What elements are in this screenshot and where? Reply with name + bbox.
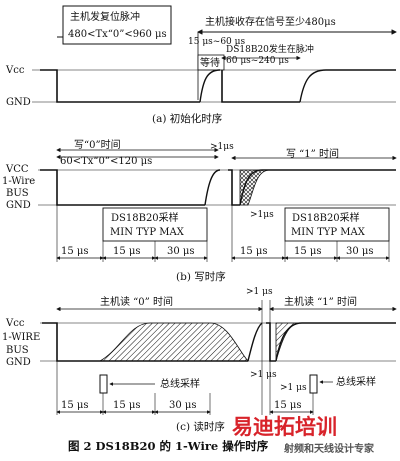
read-section: >1 μs 主机读 “0” 时间 主机读 “1” 时间 Vcc 1-WIRE B… [2, 287, 396, 433]
read-caption: (c) 读时序 [176, 420, 225, 433]
write-gnd-label: GND [6, 200, 31, 211]
presence-range-label: 60 μs~240 μs [226, 56, 289, 66]
init-presence-pulse [221, 70, 300, 103]
reset-box [62, 5, 172, 45]
write-wire-label: 1-Wire [2, 176, 35, 187]
read0-label: 主机读 “0” 时间 [100, 295, 173, 308]
presence-label: DS18B20发生在脉冲 [226, 43, 314, 55]
read-bus-label: BUS [6, 345, 29, 356]
read-t4: 15 μs [274, 400, 302, 411]
watermark-subtitle: 射频和天线设计专家 [283, 442, 375, 455]
read-gnd-label: GND [6, 357, 31, 368]
write-sample-title-b: DS18B20采样 [292, 211, 360, 224]
read1-low [266, 322, 276, 362]
figure-title: 图 2 DS18B20 的 1-Wire 操作时序 [68, 439, 269, 453]
read0-rise [247, 322, 263, 362]
read-t1: 15 μs [61, 400, 89, 411]
init-section: 主机发复位脉冲 480<Tx“0”<960 μs 主机接收存在信号至少480μs… [5, 5, 396, 125]
write-section: 写“0”时间 60<Tx“0”<120 μs >1μs 写 “1” 时间 VCC… [2, 138, 396, 283]
read1-label: 主机读 “1” 时间 [284, 295, 357, 308]
write-sample-sub-b: MIN TYP MAX [291, 227, 366, 238]
read0-hatch [99, 322, 249, 362]
init-vcc-label: Vcc [5, 65, 25, 76]
init-rise [199, 69, 221, 103]
init-reset-pulse [40, 69, 200, 103]
read-sample-a: 总线采样 [160, 377, 200, 390]
wait-label: 等待 [200, 56, 220, 69]
write0-rise [204, 169, 221, 206]
write-t3: 30 μs [167, 246, 195, 257]
read-wire-label: 1-WIRE [2, 332, 40, 343]
write-t4: 15 μs [240, 246, 268, 257]
write-vcc-label: VCC [5, 164, 29, 175]
write-t1: 15 μs [61, 246, 89, 257]
wait-range-label: 15 μs~60 μs [188, 37, 245, 47]
write-gt1us-a: >1μs [210, 142, 234, 152]
init-caption: (a) 初始化时序 [152, 112, 222, 125]
watermark-logo-text: 易迪拓培训 [232, 415, 337, 439]
write-t6: 30 μs [346, 246, 374, 257]
write-sample-sub-a: MIN TYP MAX [110, 227, 185, 238]
write1-low [228, 169, 240, 206]
read-vcc-label: Vcc [5, 318, 25, 329]
write0-range: 60<Tx“0”<120 μs [60, 156, 152, 167]
read-sample-marker-b [309, 374, 318, 394]
read-gt1us-b: >1 μs [280, 383, 307, 393]
write-gt1us-b: >1μs [250, 210, 274, 220]
write0-label: 写“0”时间 [74, 138, 121, 151]
read-t3: 30 μs [169, 400, 197, 411]
init-recover [299, 69, 396, 103]
read1-rise [275, 322, 396, 362]
write0-waveform [40, 169, 205, 206]
init-gnd-label: GND [6, 97, 31, 108]
master-rx-label: 主机接收存在信号至少480μs [205, 15, 336, 28]
write-t2: 15 μs [113, 246, 141, 257]
write-bus-label: BUS [6, 188, 29, 199]
write-sample-title-a: DS18B20采样 [111, 211, 179, 224]
read-gt1us-a: >1 μs [250, 370, 277, 380]
read-sample-marker-a [99, 374, 108, 394]
read-sample-b: 总线采样 [336, 375, 376, 388]
read-t2: 15 μs [113, 400, 141, 411]
write-caption: (b) 写时序 [176, 270, 226, 283]
read0-low [42, 322, 100, 362]
master-reset-label: 主机发复位脉冲 [70, 10, 140, 23]
read-gt1us-top: >1 μs [246, 287, 273, 297]
write-t5: 15 μs [294, 246, 322, 257]
write1-rise [239, 169, 396, 206]
reset-range-label: 480<Tx“0”<960 μs [68, 29, 167, 40]
